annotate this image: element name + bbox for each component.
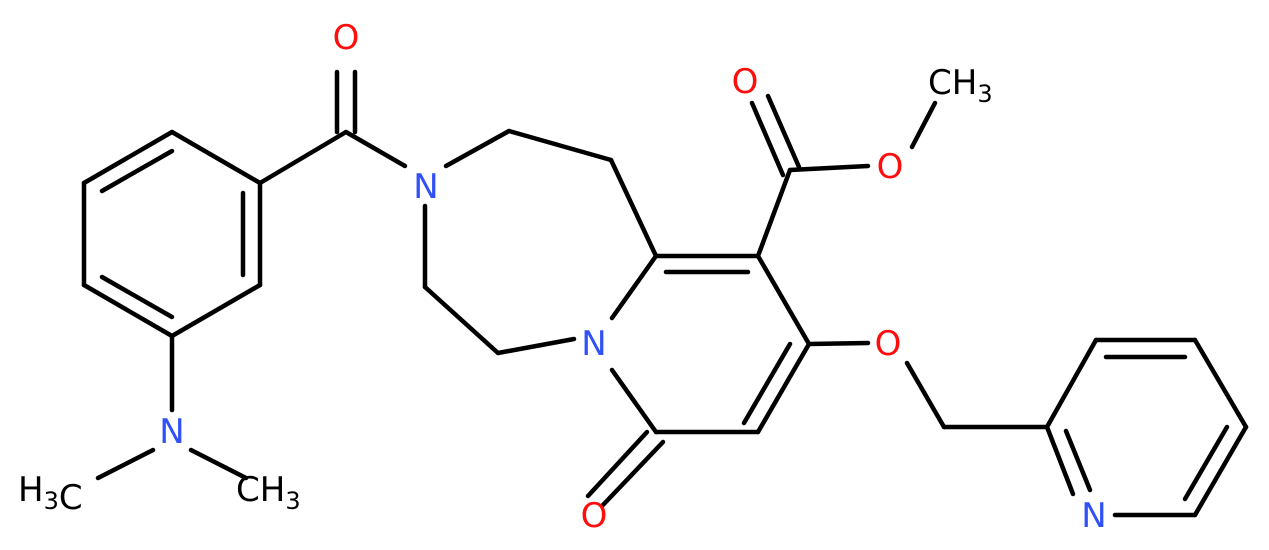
bonds-layer <box>81 69 1249 518</box>
formula-subscript: 3 <box>285 487 300 515</box>
formula-element: H <box>18 470 44 510</box>
bond-n-methyl-right <box>188 447 249 481</box>
atom-labels-layer: O N O O CH3 N O O N N H3C CH3 <box>18 18 1107 536</box>
atom-n-diazepine: N <box>413 167 438 207</box>
atom-o-ester-ether: O <box>877 147 904 187</box>
atom-methyl-ester: CH3 <box>928 63 993 108</box>
atom-methyl-right: CH3 <box>236 470 301 515</box>
bond-phenyl-5-inner <box>99 274 175 320</box>
methyl-left-text: H3C <box>18 470 83 518</box>
bond-phenyl-2 <box>169 129 263 186</box>
bond-n-ch2-top <box>443 128 512 169</box>
formula-subscript: 3 <box>44 487 59 515</box>
bond-pyridone-co-a <box>585 429 650 499</box>
bond-ester-co-b <box>765 93 802 170</box>
bond-pyr-4 <box>1192 424 1249 518</box>
formula-element: CH <box>236 470 285 510</box>
bond-ester-co-a <box>749 100 786 178</box>
atom-n-dimethylamino: N <box>159 412 184 452</box>
bond-phenyl-1-inner <box>99 148 175 194</box>
bond-ch2-ch2-left <box>422 284 501 356</box>
bond-pyr-6-inner <box>1063 428 1093 493</box>
atom-methyl-left: H3C <box>18 470 83 518</box>
bond-o-methyl <box>909 100 938 150</box>
bond-phenyl-4 <box>169 282 263 339</box>
bond-phenyl-carbonyl <box>257 129 349 186</box>
atom-o-pyridone: O <box>581 496 608 536</box>
bond-pyr-6 <box>1044 424 1076 497</box>
bond-c9-ester <box>755 167 793 259</box>
atom-n-pyridone: N <box>581 324 606 364</box>
atom-o-ester-carbonyl: O <box>732 62 759 102</box>
bond-carbonyl-n <box>343 129 408 169</box>
bond-c8-o <box>806 340 871 347</box>
methyl-right-text: CH3 <box>236 470 301 515</box>
atom-o-amide-carbonyl: O <box>333 18 360 58</box>
atom-n-pyridine: N <box>1081 496 1106 536</box>
bond-pyr-3 <box>1192 337 1249 430</box>
bond-c8-c7 <box>755 341 812 435</box>
formula-element: C <box>59 478 83 518</box>
atom-o-ether: O <box>875 324 902 364</box>
bond-o-ch2 <box>904 360 947 430</box>
bond-n-methyl-left <box>95 447 156 481</box>
bond-c8-c7-inner <box>741 341 793 426</box>
bond-phenyl-5 <box>81 282 175 339</box>
bond-pyr-1 <box>1044 337 1099 430</box>
bond-c9-c8 <box>755 253 812 347</box>
formula-element: CH <box>928 63 977 103</box>
bond-ch2-fused <box>608 157 659 259</box>
bond-ch2-n-pyridone <box>495 336 577 356</box>
formula-subscript: 3 <box>977 80 992 108</box>
bond-pyridone-co-b <box>599 439 666 509</box>
bond-phenyl-1 <box>81 129 175 186</box>
bond-c6-n <box>609 367 659 435</box>
bond-n-fused <box>609 253 659 321</box>
bond-pyr-4-inner <box>1182 424 1230 502</box>
methyl-ester-text: CH3 <box>928 63 993 108</box>
bond-ester-o <box>787 163 871 173</box>
bond-ch2-ch2-top <box>506 128 614 163</box>
